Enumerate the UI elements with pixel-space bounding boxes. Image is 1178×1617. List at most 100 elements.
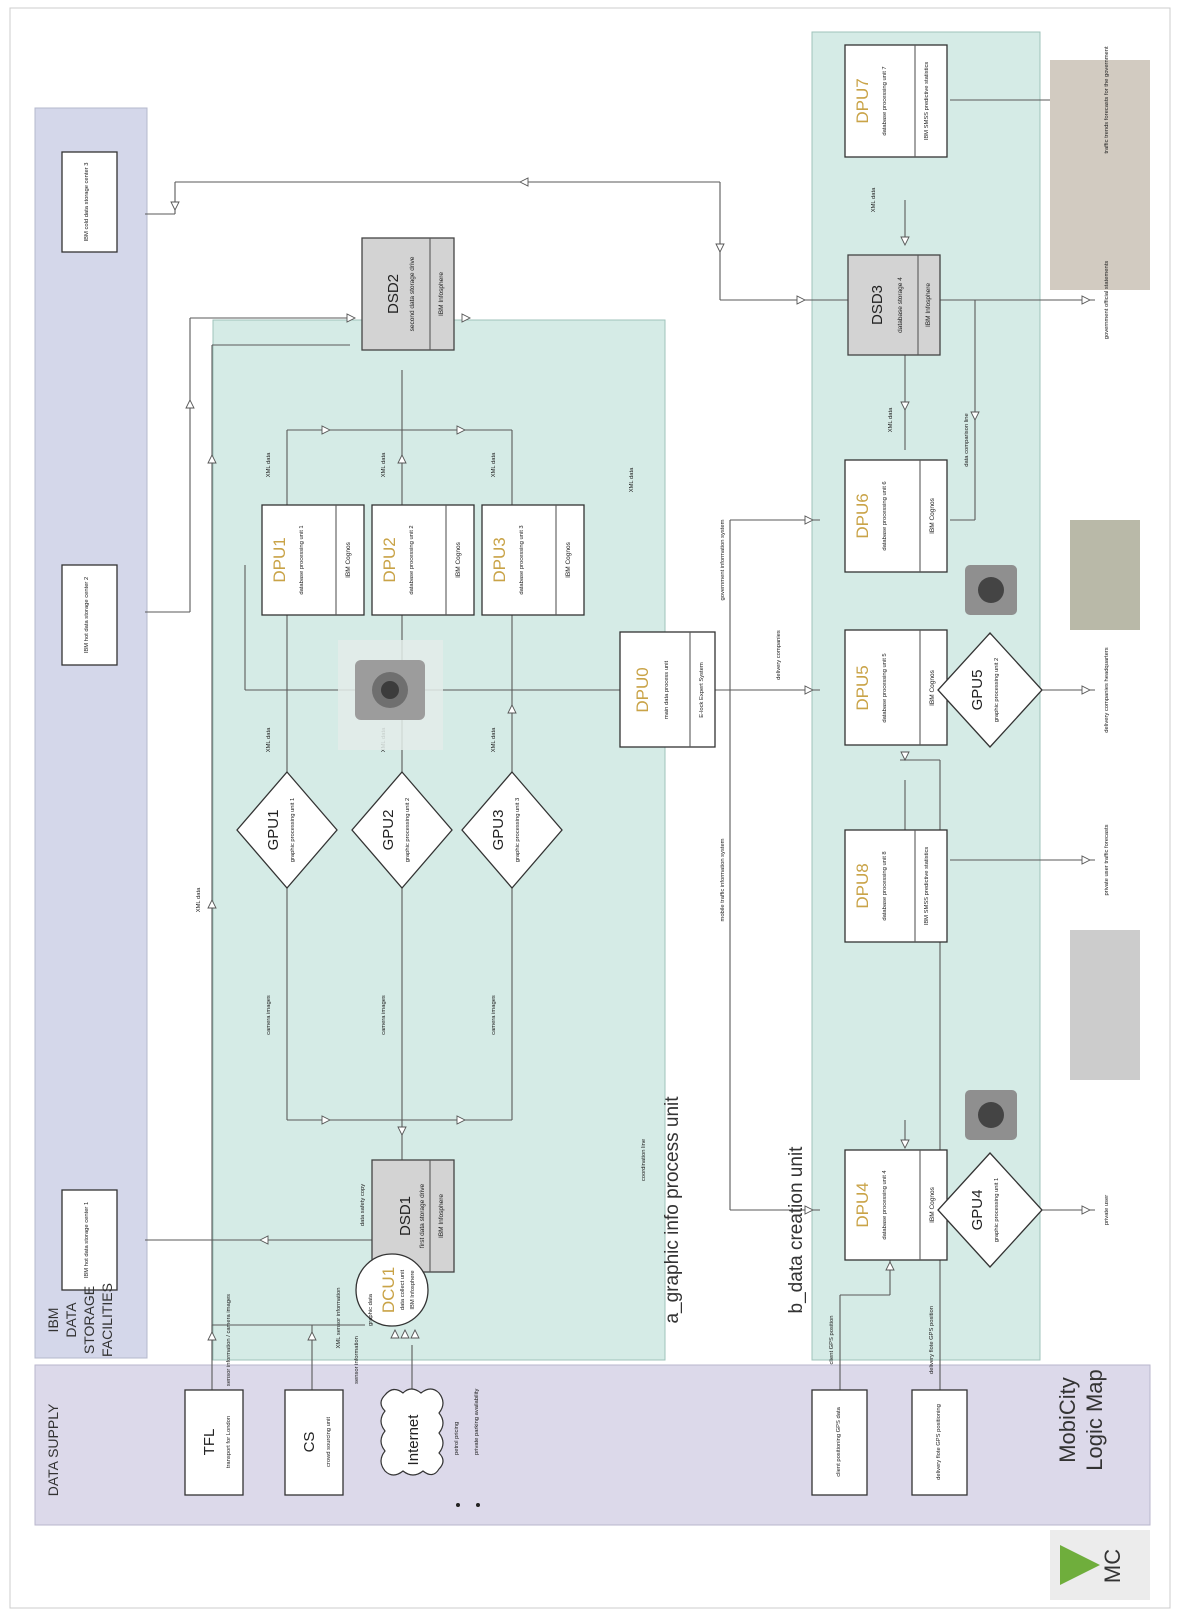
brand-line1: MobiCity [1055, 1377, 1080, 1463]
internet-title: Internet [405, 1414, 422, 1466]
dpu1-sw: IBM Cognos [345, 541, 352, 578]
cs-title: CS [301, 1432, 318, 1453]
dpu7-sub: database processing unit 7 [882, 66, 888, 135]
bullet-dot-1 [456, 1503, 460, 1507]
dpu5-box[interactable]: DPU5 database processing unit 5 IBM Cogn… [844, 629, 948, 746]
gpu4-name: GPU4 [969, 1190, 986, 1231]
ibm-title-line3: STORAGE [81, 1286, 97, 1354]
gpu5-name: GPU5 [969, 670, 986, 711]
dpu2-name: DPU2 [380, 537, 399, 582]
lbl-xml-7: XML data [196, 887, 202, 912]
dpu0-box[interactable]: DPU0 main data process unit E-lock Exper… [619, 631, 716, 748]
source-tfl[interactable]: TFL transport for London [184, 1389, 244, 1496]
client-gps-label: client positioning GPS data [836, 1406, 842, 1476]
dpu1-box[interactable]: DPU1 database processing unit 1 IBM Cogn… [261, 504, 365, 616]
dpu8-sub: database processing unit 8 [882, 851, 888, 920]
out-private-user: private user [1104, 1195, 1110, 1225]
dpu8-box[interactable]: DPU8 database processing unit 8 IBM SMSS… [844, 829, 948, 943]
dpu2-sub: database processing unit 2 [409, 525, 415, 594]
arrowheads [170, 95, 1092, 1341]
ibm-title-line2: DATA [63, 1302, 79, 1338]
unit-a-label: a_graphic info process unit [662, 1096, 683, 1324]
lbl-graphic-data: graphic data [368, 1293, 374, 1326]
source-client-gps[interactable]: client positioning GPS data [811, 1389, 868, 1496]
storage-cold3[interactable]: IBM cold data storage center 3 [61, 151, 118, 253]
dpu0-name: DPU0 [633, 667, 652, 712]
dcu1-circle[interactable]: DCU1 data collect unit IBM Infosphere [355, 1253, 429, 1327]
storage-hot1-label: IBM hot data storage center 1 [84, 1202, 90, 1278]
dpu6-name: DPU6 [853, 493, 872, 538]
out-delivery-hq: delivery companies headquarters [1104, 647, 1110, 732]
dcu1-name: DCU1 [379, 1267, 398, 1313]
tfl-title: TFL [201, 1429, 218, 1456]
dpu1-name: DPU1 [270, 537, 289, 582]
dsd3-box[interactable]: DSD3 database storage 4 IBM Infosphere [847, 254, 941, 356]
lbl-cam-2: camera images [381, 995, 387, 1035]
dpu2-box[interactable]: DPU2 database processing unit 2 IBM Cogn… [371, 504, 475, 616]
dpu3-box[interactable]: DPU3 database processing unit 3 IBM Cogn… [481, 504, 585, 616]
dsd2-name: DSD2 [385, 274, 402, 314]
dpu4-sw: IBM Cognos [929, 1186, 936, 1223]
lbl-xml-sensor: XML sensor information [336, 1287, 342, 1348]
lbl-xml-8: XML data [629, 467, 635, 492]
out-gov-statements: government official statements [1104, 261, 1110, 340]
source-cs[interactable]: CS crowd sourcing unit [284, 1389, 344, 1496]
lbl-client-gps: client GPS position [829, 1316, 835, 1365]
source-fleet-gps[interactable]: delivery flote GPS positioning [911, 1389, 968, 1496]
dsd2-box[interactable]: DSD2 second data storage drive IBM Infos… [361, 237, 455, 351]
out-traffic-trends: traffic trends forecasts for the governm… [1104, 46, 1110, 154]
lbl-sensor-info: sensor information [354, 1336, 360, 1384]
lbl-data-comparison: data comparison line [964, 413, 970, 467]
dpu4-box[interactable]: DPU4 database processing unit 4 IBM Cogn… [844, 1149, 948, 1261]
dpu4-sub: database processing unit 4 [882, 1170, 888, 1240]
tfl-sub: transport for London [226, 1416, 232, 1468]
dpu8-sw: IBM SMSS predictive statistics [924, 847, 930, 926]
gpu4-diamond[interactable]: GPU4 graphic processing unit 1 [937, 1152, 1043, 1268]
lbl-cam-3: camera images [491, 995, 497, 1035]
dpu3-name: DPU3 [490, 537, 509, 582]
lbl-fleet-gps: delivery flote GPS position [929, 1306, 935, 1374]
camera-icon [965, 1090, 1017, 1140]
gpu5-diamond[interactable]: GPU5 graphic processing unit 2 [937, 632, 1043, 748]
source-internet[interactable]: Internet petrol pricing private parking … [380, 1388, 480, 1507]
dpu7-box[interactable]: DPU7 database processing unit 7 IBM SMSS… [844, 44, 948, 158]
dpu3-sw: IBM Cognos [565, 541, 572, 578]
fleet-gps-label: delivery flote GPS positioning [936, 1404, 942, 1480]
storage-hot2[interactable]: IBM hot data storage center 2 [61, 564, 118, 666]
lbl-sensor-camera: sensor information / camera images [226, 1294, 232, 1386]
logo-text: MC [1100, 1549, 1125, 1583]
dsd1-name: DSD1 [397, 1196, 414, 1236]
car-image [1070, 930, 1140, 1080]
storage-hot2-label: IBM hot data storage center 2 [84, 577, 90, 653]
gpu5-sub: graphic processing unit 2 [994, 658, 1000, 722]
lbl-xml-3: XML data [491, 727, 497, 752]
camera-icon [965, 565, 1017, 615]
dsd1-box[interactable]: DSD1 first data storage drive IBM Infosp… [371, 1159, 455, 1273]
bullet-dot-2 [476, 1503, 480, 1507]
dpu0-sw: E-lock Expert System [699, 662, 705, 718]
lbl-xml-4: XML data [266, 452, 272, 477]
storage-hot1[interactable]: IBM hot data storage center 1 [61, 1189, 118, 1291]
ibm-title-line1: IBM [45, 1308, 61, 1333]
dpu6-sw: IBM Cognos [929, 497, 936, 534]
dpu5-name: DPU5 [853, 665, 872, 710]
gpu1-diamond[interactable]: GPU1 graphic processing unit 1 [236, 771, 338, 889]
gpu4-sub: graphic processing unit 1 [994, 1178, 1000, 1242]
mc-logo-icon: MC [1050, 1530, 1150, 1600]
dpu6-box[interactable]: DPU6 database processing unit 6 IBM Cogn… [844, 459, 948, 573]
unit-b-label: b_data creation unit [786, 1146, 807, 1314]
ibm-storage-band [34, 107, 148, 1359]
gpu3-name: GPU3 [490, 810, 507, 851]
dsd3-name: DSD3 [869, 285, 886, 325]
camera-icon [338, 640, 443, 750]
gpu2-diamond[interactable]: GPU2 graphic processing unit 2 [351, 771, 453, 889]
dpu3-sub: database processing unit 3 [519, 525, 525, 594]
brand-line2: Logic Map [1082, 1369, 1107, 1471]
internet-bullet-2: private parking availability [474, 1389, 480, 1455]
lbl-mobile-traffic: mobile traffic information system [720, 838, 726, 921]
gpu3-diamond[interactable]: GPU3 graphic processing unit 3 [461, 771, 563, 889]
government-building-image [1050, 60, 1150, 290]
dsd2-sw: IBM Infosphere [438, 272, 445, 316]
dpu0-sub: main data process unit [664, 660, 670, 719]
